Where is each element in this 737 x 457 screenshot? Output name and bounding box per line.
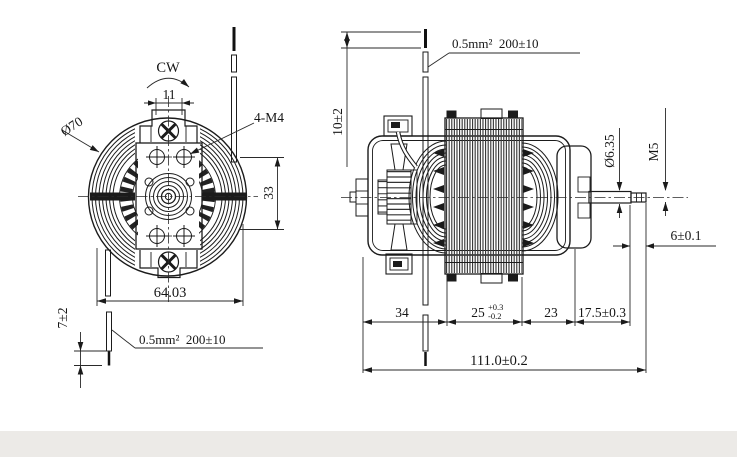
mounting-screws-m4 — [146, 146, 195, 247]
plate-holes — [144, 177, 195, 216]
winding-end-turns-right — [521, 142, 559, 252]
dim-screw-spec-label: 4-M4 — [254, 110, 284, 125]
front-view-dimensions: CW 11 Ø70 4-M4 33 64.03 — [55, 60, 284, 388]
dim-thread-length-label: 6±0.1 — [670, 228, 701, 243]
dim-thread-label: M5 — [646, 142, 661, 161]
dim-slot-width-label: 11 — [163, 87, 176, 102]
dim-total-length-label: 111.0±0.2 — [470, 353, 528, 369]
dim-core-tol-minus: -0.2 — [488, 311, 501, 321]
slot-wedges — [433, 149, 534, 247]
front-view: CW 11 Ø70 4-M4 33 64.03 — [55, 27, 284, 388]
lead-wire-top — [231, 27, 237, 163]
endbell-right — [556, 145, 592, 249]
dim-hole-span-label: 33 — [261, 186, 276, 200]
dim-front-section-label: 23 — [544, 305, 558, 320]
dim-core-tol-plus: +0.3 — [488, 302, 503, 312]
wire-spec-label: 0.5mm² 200±10 — [139, 332, 226, 347]
lead-wire-bottom — [105, 249, 112, 366]
diameter-leader-arrowhead — [89, 145, 99, 152]
lead-wire-side — [422, 29, 429, 366]
dim-wire-strip-label-side: 10±2 — [330, 108, 345, 136]
screw-leader-arrowhead — [190, 147, 200, 154]
housing-outline — [367, 135, 571, 256]
shaft-thread — [630, 192, 647, 203]
dim-core-length-label: 25 — [471, 305, 485, 320]
stator-core — [444, 108, 524, 284]
dim-shaft-extension-label: 17.5±0.3 — [578, 305, 626, 320]
dim-outer-diameter-label: Ø70 — [58, 113, 86, 138]
wire-spec-label-side: 0.5mm² 200±10 — [452, 36, 539, 51]
side-view-dimensions: 10±2 0.5mm² 200±10 Ø6.35 M5 6±0.1 — [330, 31, 716, 373]
dim-shaft-diameter-label: Ø6.35 — [602, 134, 617, 168]
housing-inner-line — [372, 140, 566, 251]
terminal-bottom — [385, 253, 413, 275]
scan-edge-shadow — [0, 431, 737, 457]
dim-body-width-label: 64.03 — [154, 285, 187, 301]
dim-rear-section-label: 34 — [395, 305, 409, 320]
side-view: 10±2 0.5mm² 200±10 Ø6.35 M5 6±0.1 — [330, 29, 716, 373]
dim-wire-strip-label: 7±2 — [55, 308, 70, 329]
rotation-direction-label: CW — [156, 60, 180, 76]
rotor-fan — [377, 143, 418, 251]
rotation-arrowhead — [180, 79, 189, 87]
